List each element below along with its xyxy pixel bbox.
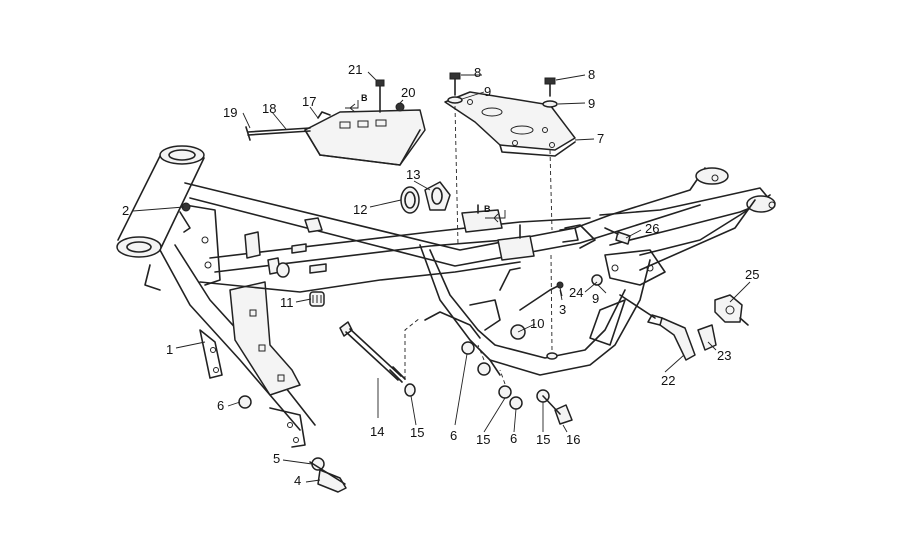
- callout-4: 4: [294, 473, 302, 488]
- callout-16: 16: [566, 432, 581, 447]
- small-hardware: [461, 227, 631, 355]
- callout-6-left: 6: [217, 398, 225, 413]
- tube-brackets: [244, 204, 579, 275]
- part-11-block: [276, 262, 325, 307]
- callout-1: 1: [166, 342, 174, 357]
- side-parts: [179, 202, 749, 361]
- callout-23: 23: [717, 348, 732, 363]
- front-downtubes: [159, 204, 316, 448]
- center-cradle: [199, 224, 666, 376]
- mounting-plate: [444, 72, 576, 351]
- section-marker-b-upper: B: [361, 93, 368, 103]
- callout-15-center: 15: [476, 432, 491, 447]
- callout-24: 24: [569, 285, 584, 300]
- callout-2: 2: [122, 203, 130, 218]
- leader-lines: [132, 71, 751, 483]
- lower-fasteners: [238, 344, 573, 493]
- callout-20: 20: [401, 85, 416, 100]
- callout-9-left: 9: [484, 84, 492, 99]
- section-marker-b-lower: B: [484, 204, 491, 214]
- battery-tray: [245, 79, 426, 166]
- callout-14: 14: [370, 424, 385, 439]
- callout-17: 17: [302, 94, 317, 109]
- callout-26: 26: [645, 221, 660, 236]
- long-bolt: [339, 317, 421, 397]
- callout-15-left: 15: [410, 425, 425, 440]
- callout-3: 3: [559, 302, 567, 317]
- steering-head: [116, 145, 205, 291]
- callout-11: 11: [280, 295, 294, 310]
- callout-19: 19: [223, 105, 238, 120]
- callout-21: 21: [348, 62, 363, 77]
- callout-10: 10: [530, 316, 545, 331]
- callout-5: 5: [273, 451, 281, 466]
- callout-22: 22: [661, 373, 676, 388]
- callout-13: 13: [406, 167, 421, 182]
- rubber-bushings: [400, 181, 506, 223]
- callout-12: 12: [353, 202, 368, 217]
- callout-8-right: 8: [588, 67, 596, 82]
- callout-6-center: 6: [450, 428, 458, 443]
- callout-18: 18: [262, 101, 277, 116]
- callout-9-right: 9: [588, 96, 596, 111]
- callout-6-right: 6: [510, 431, 518, 446]
- callout-7: 7: [597, 131, 605, 146]
- callout-25: 25: [745, 267, 760, 282]
- callout-9-lower: 9: [592, 291, 600, 306]
- callout-15-right: 15: [536, 432, 551, 447]
- callout-8-left: 8: [474, 65, 482, 80]
